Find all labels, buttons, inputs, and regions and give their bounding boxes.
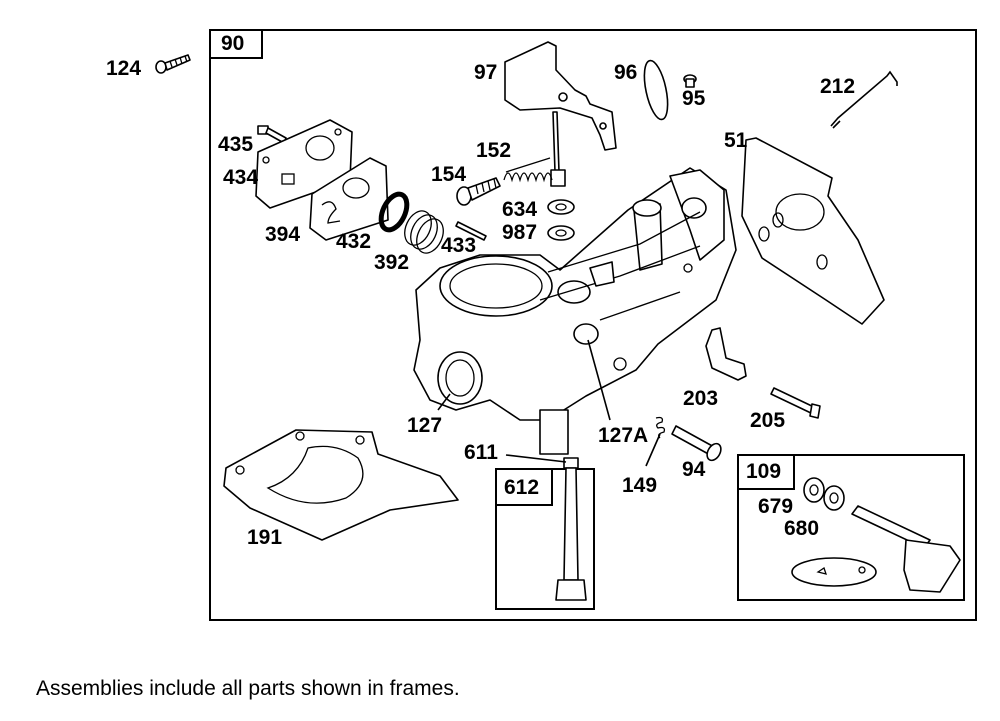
parts-diagram: [155, 29, 977, 621]
callout-205: 205: [750, 409, 786, 432]
callout-96: 96: [614, 61, 638, 84]
frame-label-109: 109: [746, 460, 782, 483]
callout-392: 392: [374, 251, 410, 274]
link-212: [830, 70, 898, 129]
callout-203: 203: [683, 387, 719, 410]
disk-96: [643, 59, 669, 121]
leader-127: [437, 393, 451, 411]
screw-95: [683, 74, 697, 88]
bracket-203: [705, 327, 747, 381]
leader-611: [505, 454, 567, 463]
throttle-shaft-109: [791, 505, 961, 593]
frame-109-border: [737, 454, 965, 601]
diaphragm-394: [309, 157, 389, 241]
screw-154: [456, 177, 501, 206]
callout-154: 154: [431, 163, 467, 186]
frame-label-612: 612: [504, 476, 540, 499]
washer-634: [547, 199, 575, 215]
spring-149: [655, 416, 666, 439]
callout-433: 433: [441, 234, 477, 257]
callout-432: 432: [336, 230, 372, 253]
callout-95: 95: [682, 87, 706, 110]
callout-679: 679: [758, 495, 794, 518]
callout-191: 191: [247, 526, 283, 549]
callout-987: 987: [502, 221, 538, 244]
callout-149: 149: [622, 474, 658, 497]
callout-680: 680: [784, 517, 820, 540]
shaft-205: [770, 387, 821, 419]
spring-152: [503, 157, 553, 183]
callout-51: 51: [724, 129, 748, 152]
gasket-191: [223, 429, 459, 541]
callout-94: 94: [682, 458, 706, 481]
screw-435: [257, 125, 287, 144]
callout-152: 152: [476, 139, 512, 162]
callout-435: 435: [218, 133, 254, 156]
pin-433: [455, 221, 487, 241]
callout-212: 212: [820, 75, 856, 98]
tube-612: [555, 457, 587, 601]
callout-634: 634: [502, 198, 538, 221]
callout-127a: 127A: [598, 424, 649, 447]
spring-392: [404, 210, 444, 254]
callout-124: 124: [106, 57, 142, 80]
leader-149: [645, 433, 661, 467]
frame-label-90: 90: [221, 32, 245, 55]
leader-127a: [587, 339, 611, 421]
callout-127: 127: [407, 414, 443, 437]
callout-434: 434: [223, 166, 259, 189]
washer-680: [823, 485, 845, 511]
frame-109-label-box: [737, 454, 795, 490]
screw-124: [155, 54, 191, 74]
frame-612-label-box: [495, 468, 553, 506]
washer-987: [547, 225, 575, 241]
callout-611: 611: [464, 441, 498, 464]
needle-94: [671, 425, 722, 462]
washer-679: [803, 477, 825, 503]
frame-90-border: [209, 29, 977, 621]
frame-90-label-box: [209, 29, 263, 59]
callout-394: 394: [265, 223, 301, 246]
carburetor-body-127: [413, 167, 737, 455]
gasket-51: [741, 137, 885, 325]
callout-97: 97: [474, 61, 498, 84]
o-ring-432: [378, 191, 410, 233]
footnote: Assemblies include all parts shown in fr…: [36, 677, 460, 700]
bracket-97: [504, 41, 617, 187]
